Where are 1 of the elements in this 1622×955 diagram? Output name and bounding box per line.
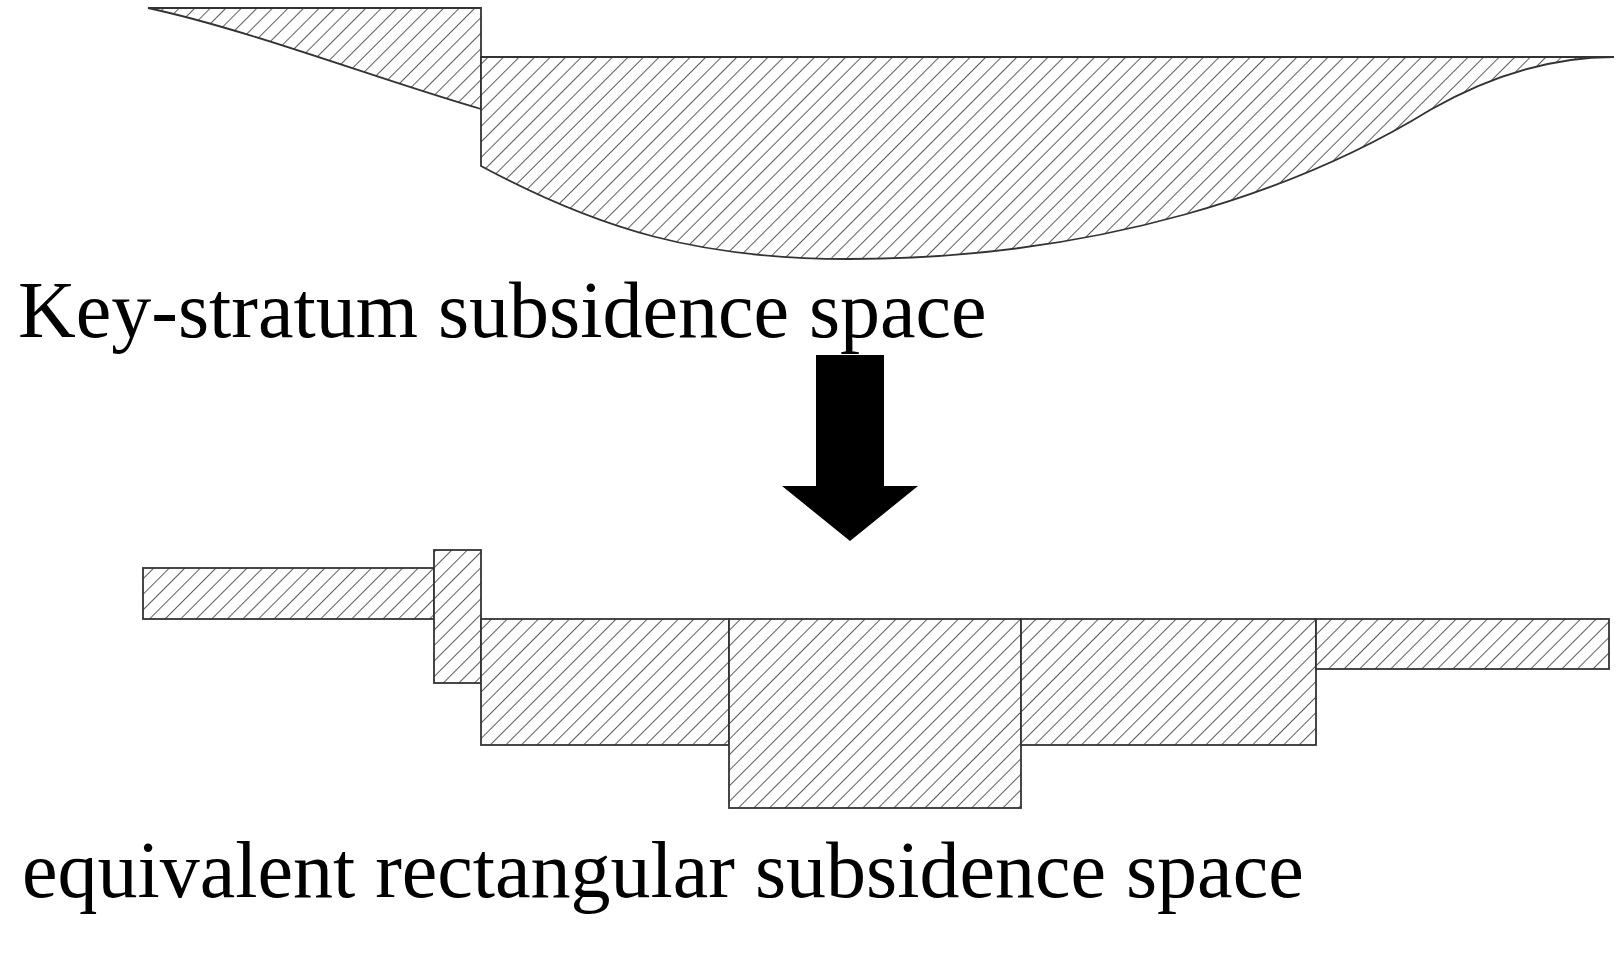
- block-arrow: [782, 355, 918, 541]
